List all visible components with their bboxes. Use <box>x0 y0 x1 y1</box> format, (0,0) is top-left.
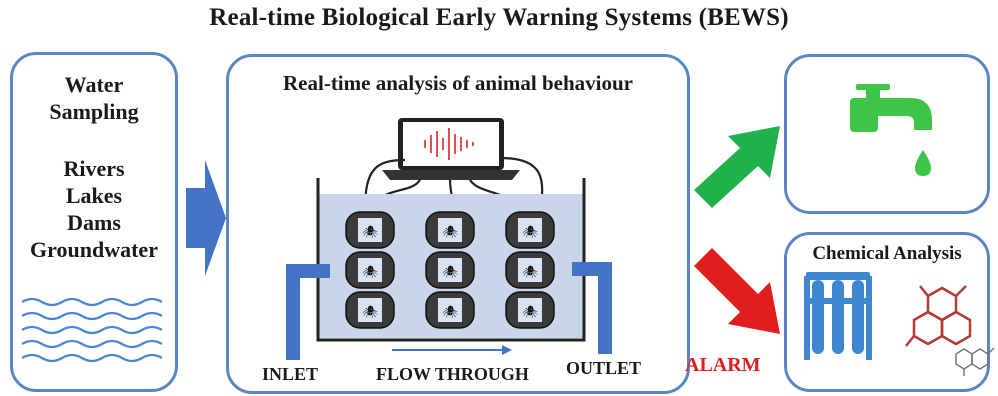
diagram-title: Real-time Biological Early Warning Syste… <box>209 4 789 31</box>
sampling-heading-line2: Sampling <box>49 99 139 124</box>
test-tubes-icon <box>804 272 872 360</box>
source-item-lakes: Lakes <box>65 183 123 208</box>
sensor-chambers: 🕷 🕷 🕷 🕷 🕷 🕷 🕷 🕷 🕷 <box>345 211 555 329</box>
svg-text:🕷: 🕷 <box>362 225 377 239</box>
laptop-icon <box>382 118 520 180</box>
water-sampling-panel: Water Sampling Rivers Lakes Dams Groundw… <box>10 52 178 392</box>
outlet-label: OUTLET <box>566 358 642 378</box>
flow-arrow-blue <box>186 160 226 276</box>
green-arrow <box>694 126 780 208</box>
clean-water-panel <box>784 54 990 214</box>
svg-text:🕷: 🕷 <box>522 305 537 319</box>
inlet-pipe <box>286 264 330 360</box>
svg-text:🕷: 🕷 <box>522 225 537 239</box>
svg-text:🕷: 🕷 <box>362 265 377 279</box>
faucet-icon <box>850 84 932 176</box>
small-molecule-icon <box>955 347 995 376</box>
svg-text:🕷: 🕷 <box>442 225 457 239</box>
chamber-column-2: 🕷 🕷 🕷 <box>425 211 475 329</box>
alarm-label: ALARM <box>685 354 761 376</box>
svg-text:🕷: 🕷 <box>362 305 377 319</box>
red-arrow <box>694 248 780 334</box>
source-item-dams: Dams <box>67 210 121 235</box>
flow-through-label: FLOW THROUGH <box>376 364 529 384</box>
molecule-icon <box>905 285 972 347</box>
svg-text:🕷: 🕷 <box>442 265 457 279</box>
chemical-analysis-title: Chemical Analysis <box>812 243 962 264</box>
flow-through-arrow <box>392 345 512 355</box>
source-item-groundwater: Groundwater <box>30 237 158 262</box>
sampling-heading-line1: Water <box>64 72 124 97</box>
chamber-column-3: 🕷 🕷 🕷 <box>505 211 555 329</box>
source-item-rivers: Rivers <box>63 156 125 181</box>
svg-text:🕷: 🕷 <box>442 305 457 319</box>
inlet-label: INLET <box>262 364 319 384</box>
water-waves-icon <box>21 297 163 363</box>
analysis-title: Real-time analysis of animal behaviour <box>283 71 633 95</box>
svg-text:🕷: 🕷 <box>522 265 537 279</box>
outlet-pipe <box>572 262 612 354</box>
chamber-column-1: 🕷 🕷 🕷 <box>345 211 395 329</box>
